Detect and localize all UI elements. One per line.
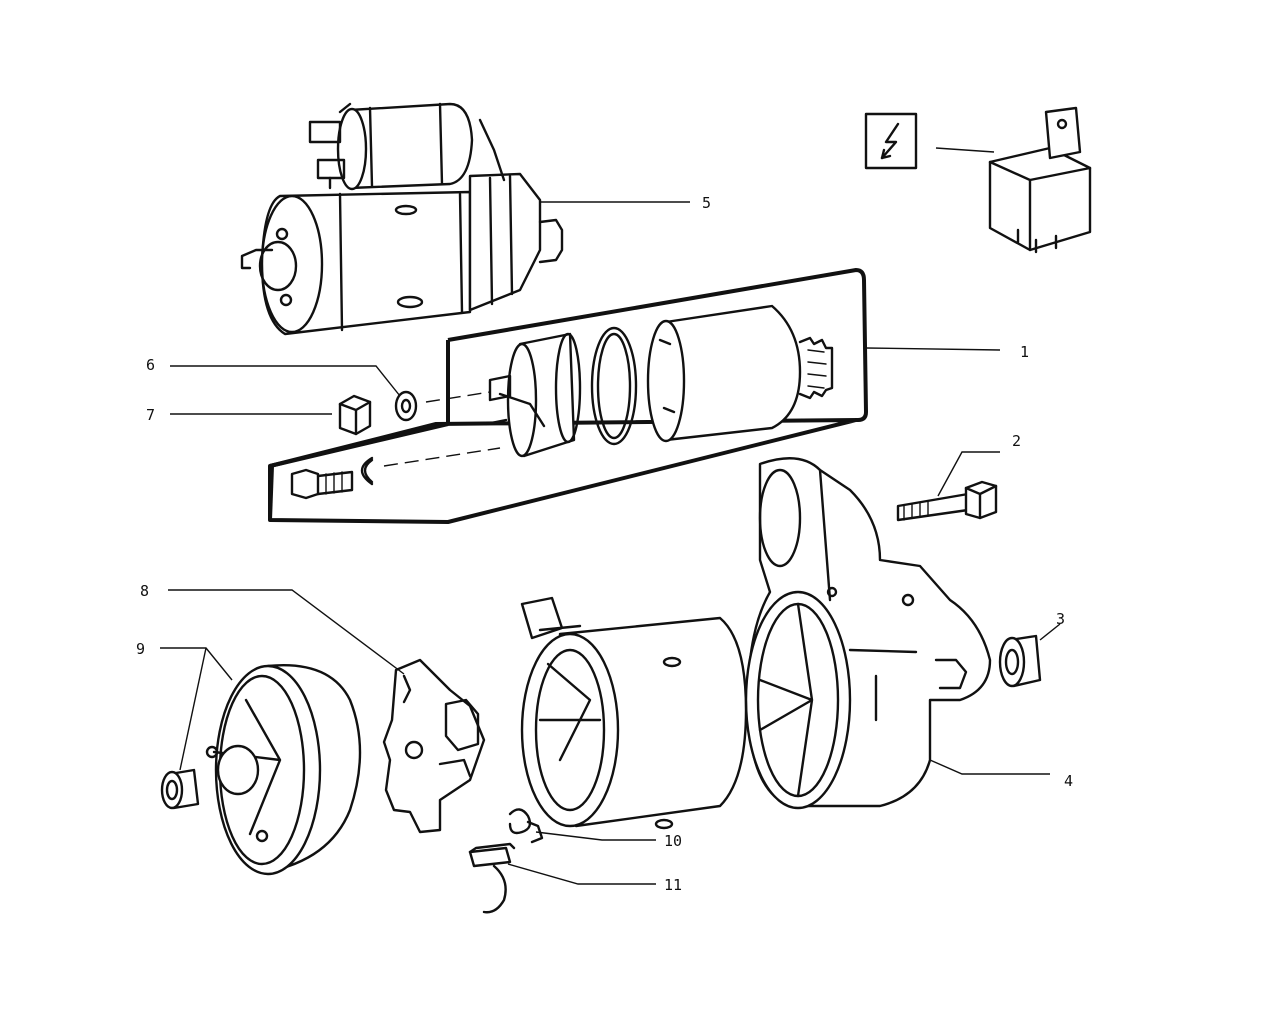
bush-right: [998, 634, 1042, 688]
nut-and-washer: [338, 390, 491, 436]
brush: [468, 842, 516, 914]
bush-left: [160, 768, 200, 810]
leader-lines: [160, 147, 1061, 885]
field-yoke: [520, 596, 748, 830]
callout-2: 2: [1012, 432, 1021, 450]
lightning-bolt-icon: [880, 122, 900, 160]
callout-numbers: 5 1 2 3 4 6 7 8 9 10 11: [136, 194, 1073, 894]
commutator-end-cover: [205, 664, 362, 876]
callout-8: 8: [140, 582, 149, 600]
electrical-symbol-box: [864, 112, 918, 170]
callout-7: 7: [146, 406, 155, 424]
brush-plate: [382, 658, 486, 834]
relay-component: [988, 106, 1092, 254]
callout-11: 11: [664, 876, 682, 894]
drive-end-housing: [744, 457, 992, 810]
callout-5: 5: [702, 194, 711, 212]
callout-4: 4: [1064, 772, 1073, 790]
callout-1: 1: [1020, 343, 1029, 361]
callout-10: 10: [664, 832, 682, 850]
callout-9: 9: [136, 640, 145, 658]
through-bolt: [896, 480, 998, 522]
solenoid-parts-group: [268, 268, 868, 524]
brush-spring: [508, 808, 544, 844]
starter-motor-assembly: [240, 102, 564, 336]
callout-3: 3: [1056, 610, 1065, 628]
callout-6: 6: [146, 356, 155, 374]
